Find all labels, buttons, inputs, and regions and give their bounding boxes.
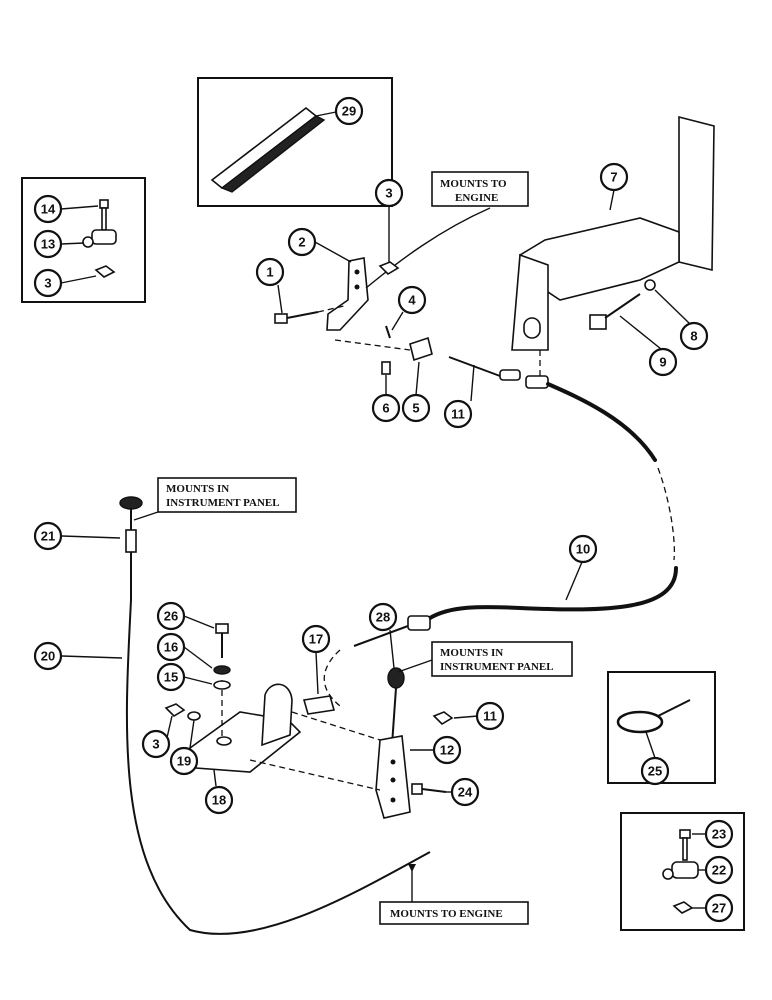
callout-3-top: 3 bbox=[374, 178, 404, 208]
callout-12: 12 bbox=[432, 735, 462, 765]
inset-box-clamp-top bbox=[21, 177, 146, 303]
svg-text:11: 11 bbox=[483, 709, 497, 724]
svg-text:8: 8 bbox=[690, 329, 697, 344]
svg-text:20: 20 bbox=[41, 649, 55, 664]
large-mount-bracket-part bbox=[511, 115, 715, 378]
callout-23: 23 bbox=[704, 819, 734, 849]
svg-text:22: 22 bbox=[712, 863, 726, 878]
label-mounts-to-engine-top: MOUNTS TO ENGINE bbox=[431, 171, 529, 207]
svg-text:9: 9 bbox=[659, 355, 666, 370]
callout-18: 18 bbox=[204, 785, 234, 815]
svg-text:18: 18 bbox=[212, 793, 226, 808]
callout-8: 8 bbox=[679, 321, 709, 351]
callout-21: 21 bbox=[33, 521, 63, 551]
svg-text:14: 14 bbox=[41, 202, 56, 217]
channel-strip-part bbox=[210, 106, 337, 193]
svg-text:10: 10 bbox=[576, 542, 590, 557]
svg-text:12: 12 bbox=[440, 743, 454, 758]
svg-text:1: 1 bbox=[266, 265, 273, 280]
hand-throttle-lever-part bbox=[375, 629, 479, 819]
callout-17: 17 bbox=[301, 624, 331, 654]
callout-6: 6 bbox=[371, 393, 401, 423]
callout-15: 15 bbox=[156, 662, 186, 692]
svg-text:23: 23 bbox=[712, 827, 726, 842]
callout-27: 27 bbox=[704, 893, 734, 923]
callout-11-lower: 11 bbox=[475, 701, 505, 731]
label-mounts-in-panel-center: MOUNTS IN INSTRUMENT PANEL bbox=[431, 641, 573, 677]
callout-1: 1 bbox=[255, 257, 285, 287]
label-line: MOUNTS TO bbox=[440, 178, 507, 190]
svg-text:15: 15 bbox=[164, 670, 178, 685]
svg-text:2: 2 bbox=[298, 235, 305, 250]
callout-25: 25 bbox=[640, 756, 670, 786]
svg-text:3: 3 bbox=[44, 276, 51, 291]
svg-text:27: 27 bbox=[712, 901, 726, 916]
cable-tie-part bbox=[616, 699, 691, 759]
label-mounts-to-engine-bottom: MOUNTS TO ENGINE bbox=[379, 864, 529, 925]
svg-text:4: 4 bbox=[408, 293, 416, 308]
instrument-panel-knob-cable bbox=[61, 496, 431, 935]
svg-text:3: 3 bbox=[385, 186, 392, 201]
throttle-cable-part bbox=[323, 356, 678, 707]
svg-text:29: 29 bbox=[342, 104, 356, 119]
callout-10: 10 bbox=[568, 534, 598, 564]
callout-3-lower: 3 bbox=[141, 729, 171, 759]
callout-29: 29 bbox=[334, 96, 364, 126]
clamp-assembly-bottom bbox=[662, 829, 706, 914]
label-line: MOUNTS IN bbox=[166, 483, 229, 495]
inset-box-channel bbox=[197, 77, 393, 207]
label-line: INSTRUMENT PANEL bbox=[440, 661, 554, 673]
callout-2: 2 bbox=[287, 227, 317, 257]
callout-11-top: 11 bbox=[443, 399, 473, 429]
callout-22: 22 bbox=[704, 855, 734, 885]
lever-mount-bracket-part bbox=[164, 615, 381, 791]
callout-24: 24 bbox=[450, 777, 480, 807]
svg-text:3: 3 bbox=[152, 737, 159, 752]
svg-text:13: 13 bbox=[41, 237, 55, 252]
svg-text:16: 16 bbox=[164, 640, 178, 655]
label-line: MOUNTS IN bbox=[440, 647, 503, 659]
svg-text:11: 11 bbox=[451, 407, 465, 422]
svg-text:28: 28 bbox=[376, 610, 390, 625]
callout-14: 14 bbox=[33, 194, 63, 224]
svg-text:5: 5 bbox=[412, 401, 419, 416]
svg-text:25: 25 bbox=[648, 764, 662, 779]
label-mounts-in-panel-left: MOUNTS IN INSTRUMENT PANEL bbox=[157, 477, 297, 513]
swivel-part bbox=[302, 651, 336, 715]
callout-28: 28 bbox=[368, 602, 398, 632]
callout-9: 9 bbox=[648, 347, 678, 377]
svg-text:21: 21 bbox=[41, 529, 55, 544]
svg-text:17: 17 bbox=[309, 632, 323, 647]
callout-26: 26 bbox=[156, 601, 186, 631]
engine-bracket-assembly bbox=[274, 206, 491, 396]
label-line: INSTRUMENT PANEL bbox=[166, 497, 280, 509]
inset-box-clamp-bottom bbox=[620, 812, 745, 931]
callout-19: 19 bbox=[169, 746, 199, 776]
callout-16: 16 bbox=[156, 632, 186, 662]
svg-text:6: 6 bbox=[382, 401, 389, 416]
label-line: MOUNTS TO ENGINE bbox=[390, 908, 503, 920]
clamp-assembly-top bbox=[60, 199, 117, 284]
callout-20: 20 bbox=[33, 641, 63, 671]
callout-3-inset: 3 bbox=[33, 268, 63, 298]
svg-text:26: 26 bbox=[164, 609, 178, 624]
label-line: ENGINE bbox=[455, 192, 498, 204]
callout-5: 5 bbox=[401, 393, 431, 423]
callout-4: 4 bbox=[397, 285, 427, 315]
callout-13: 13 bbox=[33, 229, 63, 259]
svg-text:7: 7 bbox=[610, 170, 617, 185]
svg-text:24: 24 bbox=[458, 785, 473, 800]
callout-7: 7 bbox=[599, 162, 629, 192]
svg-text:19: 19 bbox=[177, 754, 191, 769]
